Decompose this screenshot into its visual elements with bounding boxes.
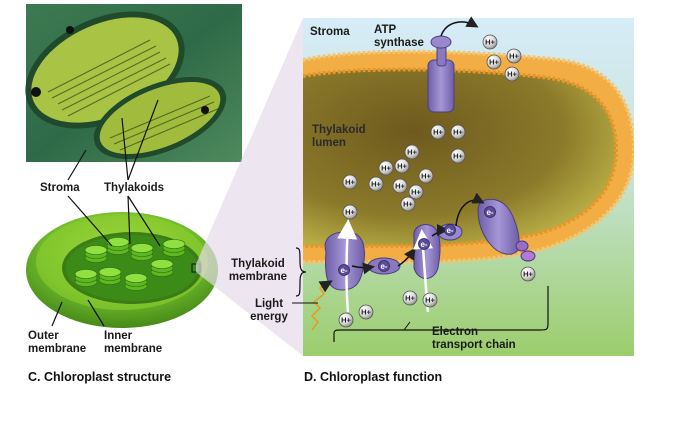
electron-icon: e- (444, 224, 456, 236)
proton-icon: H+ (418, 168, 434, 184)
svg-text:H+: H+ (425, 296, 435, 305)
thylakoid-disc (106, 237, 130, 247)
electron-icon: e- (418, 238, 430, 250)
light-energy-wave (310, 280, 333, 331)
electron-icon: e- (484, 206, 496, 218)
proton-icon: H+ (368, 176, 384, 192)
thylakoid-stacks (74, 237, 186, 291)
svg-text:H+: H+ (381, 164, 391, 173)
electron-icon: e- (338, 264, 350, 276)
svg-text:H+: H+ (453, 128, 463, 137)
proton-icon: H+ (402, 290, 418, 306)
thylakoid-disc (162, 239, 186, 249)
svg-text:H+: H+ (485, 38, 495, 47)
svg-text:H+: H+ (489, 58, 499, 67)
proton-icon: H+ (408, 184, 424, 200)
svg-text:e-: e- (486, 208, 493, 217)
label-stroma-d: Stroma (310, 26, 350, 38)
svg-text:H+: H+ (453, 152, 463, 161)
svg-text:H+: H+ (371, 180, 381, 189)
proton-icon: H+ (392, 178, 408, 194)
svg-text:H+: H+ (361, 308, 371, 317)
atp-synthase (427, 35, 455, 113)
svg-text:H+: H+ (523, 270, 533, 279)
svg-text:H+: H+ (421, 172, 431, 181)
svg-text:e-: e- (446, 226, 453, 235)
label-inner-membrane: Inner membrane (104, 330, 163, 355)
proton-icon: H+ (394, 158, 410, 174)
protons: H+H+H+H+H+H+H+H+H+H+H+H+H+H+H+H+H+H+H+H+… (338, 34, 536, 328)
proton-icon: H+ (342, 174, 358, 190)
svg-text:H+: H+ (509, 52, 519, 61)
svg-text:H+: H+ (397, 162, 407, 171)
atp-synthase-arrow (440, 16, 479, 37)
proton-icon: H+ (482, 34, 498, 50)
label-light-energy: Light energy (250, 298, 288, 323)
label-thylakoids: Thylakoids (104, 182, 165, 194)
label-electron-transport-chain: Electron transport chain (432, 326, 516, 351)
caption-panel-d: D. Chloroplast function (304, 370, 443, 384)
svg-text:H+: H+ (407, 148, 417, 157)
proton-icon: H+ (506, 48, 522, 64)
thylakoid-disc (150, 259, 174, 269)
electron-icon: e- (378, 260, 390, 272)
svg-text:H+: H+ (507, 70, 517, 79)
label-thylakoid-lumen: Thylakoid lumen (312, 124, 366, 149)
proton-icon: H+ (520, 266, 536, 282)
thylakoid-disc (130, 243, 154, 253)
chloroplast-3d (26, 212, 218, 328)
zoom-wedge (196, 18, 303, 356)
label-stroma-c: Stroma (40, 182, 80, 194)
proton-icon: H+ (504, 66, 520, 82)
proton-icon: H+ (450, 124, 466, 140)
proton-icon: H+ (338, 312, 354, 328)
svg-text:H+: H+ (411, 188, 421, 197)
proton-icon: H+ (400, 196, 416, 212)
proton-icon: H+ (486, 54, 502, 70)
label-outer-membrane: Outer membrane (28, 330, 87, 355)
caption-panel-c: C. Chloroplast structure (28, 370, 172, 384)
thylakoid-disc (98, 267, 122, 277)
micrograph-pointers (67, 99, 159, 181)
svg-text:H+: H+ (345, 178, 355, 187)
svg-text:H+: H+ (345, 208, 355, 217)
thylakoid-disc (84, 245, 108, 255)
svg-text:H+: H+ (433, 128, 443, 137)
svg-text:e-: e- (420, 240, 427, 249)
proton-icon: H+ (404, 144, 420, 160)
electrons: e-e-e-e-e- (338, 206, 496, 276)
proton-icon: H+ (358, 304, 374, 320)
label-thylakoid-membrane: Thylakoid membrane (228, 258, 288, 283)
svg-text:H+: H+ (395, 182, 405, 191)
proton-icon: H+ (430, 124, 446, 140)
svg-text:H+: H+ (403, 200, 413, 209)
reductase-protein (477, 198, 536, 262)
label-atp-synthase: ATP synthase (374, 24, 424, 49)
chloroplast-pointers (51, 195, 161, 327)
proton-icon: H+ (422, 292, 438, 308)
svg-text:H+: H+ (405, 294, 415, 303)
photosystem-protein (324, 231, 365, 291)
svg-text:e-: e- (380, 262, 387, 271)
function-panel (303, 18, 634, 356)
proton-icon: H+ (342, 204, 358, 220)
cytochrome-protein (413, 224, 441, 279)
thylakoid-disc (74, 269, 98, 279)
thylakoid-disc (124, 273, 148, 283)
membrane-brace (295, 247, 307, 297)
chloroplast-micrograph (25, 4, 242, 162)
svg-text:e-: e- (340, 266, 347, 275)
proton-icon: H+ (450, 148, 466, 164)
etc-bracket (333, 286, 549, 342)
svg-text:H+: H+ (341, 316, 351, 325)
proton-icon: H+ (378, 160, 394, 176)
etc-pointer (403, 321, 411, 331)
